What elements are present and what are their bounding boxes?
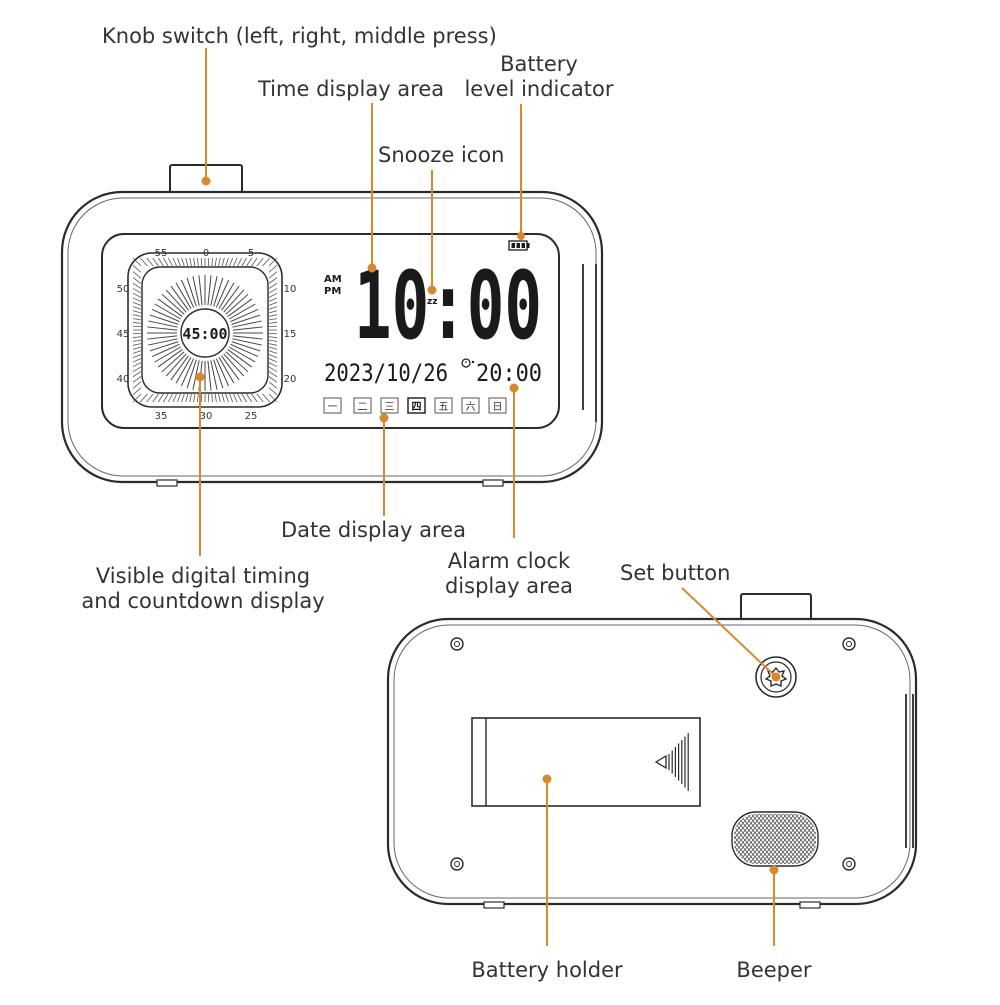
dial-label-30: 30 — [200, 411, 213, 422]
countdown-value: 45:00 — [182, 325, 227, 343]
dial-label-15: 15 — [284, 329, 297, 340]
label-battery-indicator-line1: Battery — [500, 52, 578, 77]
front-foot-left — [157, 480, 177, 486]
label-timer-display-line1: Visible digital timing — [96, 564, 310, 589]
time-value: 10:00 — [354, 252, 542, 361]
label-beeper: Beeper — [736, 958, 811, 983]
alarm-time-value: 20:00 — [476, 359, 542, 387]
date-value: 2023/10/26 — [324, 359, 448, 387]
countdown-dial: 45:00 55 0 5 10 15 20 25 30 35 40 45 50 — [117, 248, 297, 422]
label-snooze-icon: Snooze icon — [378, 143, 505, 168]
label-alarm-display-line1: Alarm clock — [448, 549, 570, 574]
back-knob — [741, 594, 811, 622]
dial-label-5: 5 — [248, 248, 254, 259]
label-timer-display-line2: and countdown display — [81, 589, 324, 614]
screw-bottom-left — [451, 858, 463, 870]
label-time-display: Time display area — [258, 77, 444, 102]
weekday-5: 五 — [439, 402, 449, 413]
pm-indicator: PM — [324, 286, 341, 297]
label-battery-holder: Battery holder — [471, 958, 622, 983]
weekday-2: 二 — [358, 402, 368, 413]
label-date-display: Date display area — [281, 518, 466, 543]
dial-label-20: 20 — [284, 374, 297, 385]
screw-bottom-right — [843, 858, 855, 870]
label-battery-indicator-line2: level indicator — [464, 77, 613, 102]
am-indicator: AM — [324, 274, 342, 285]
dial-label-50: 50 — [117, 284, 130, 295]
weekday-1: 一 — [328, 402, 338, 413]
weekday-6: 六 — [466, 401, 476, 413]
back-view — [388, 594, 916, 908]
battery-level-icon — [509, 241, 530, 250]
dial-label-40: 40 — [117, 374, 130, 385]
dial-label-25: 25 — [245, 411, 258, 422]
dial-label-35: 35 — [155, 411, 168, 422]
dial-label-10: 10 — [284, 284, 297, 295]
label-knob-switch: Knob switch (left, right, middle press) — [102, 24, 497, 49]
weekday-7: 日 — [493, 402, 503, 413]
front-foot-right — [483, 480, 503, 486]
snooze-indicator: zz — [427, 297, 437, 307]
screw-top-left — [451, 638, 463, 650]
label-alarm-display-line2: display area — [445, 574, 573, 599]
dial-label-45: 45 — [117, 329, 130, 340]
weekday-4: 四 — [412, 401, 422, 413]
dial-label-0: 0 — [203, 248, 209, 259]
dial-label-55: 55 — [155, 248, 168, 259]
label-set-button: Set button — [620, 561, 730, 586]
screw-top-right — [843, 638, 855, 650]
battery-compartment — [472, 718, 700, 806]
weekday-3: 三 — [385, 402, 395, 413]
